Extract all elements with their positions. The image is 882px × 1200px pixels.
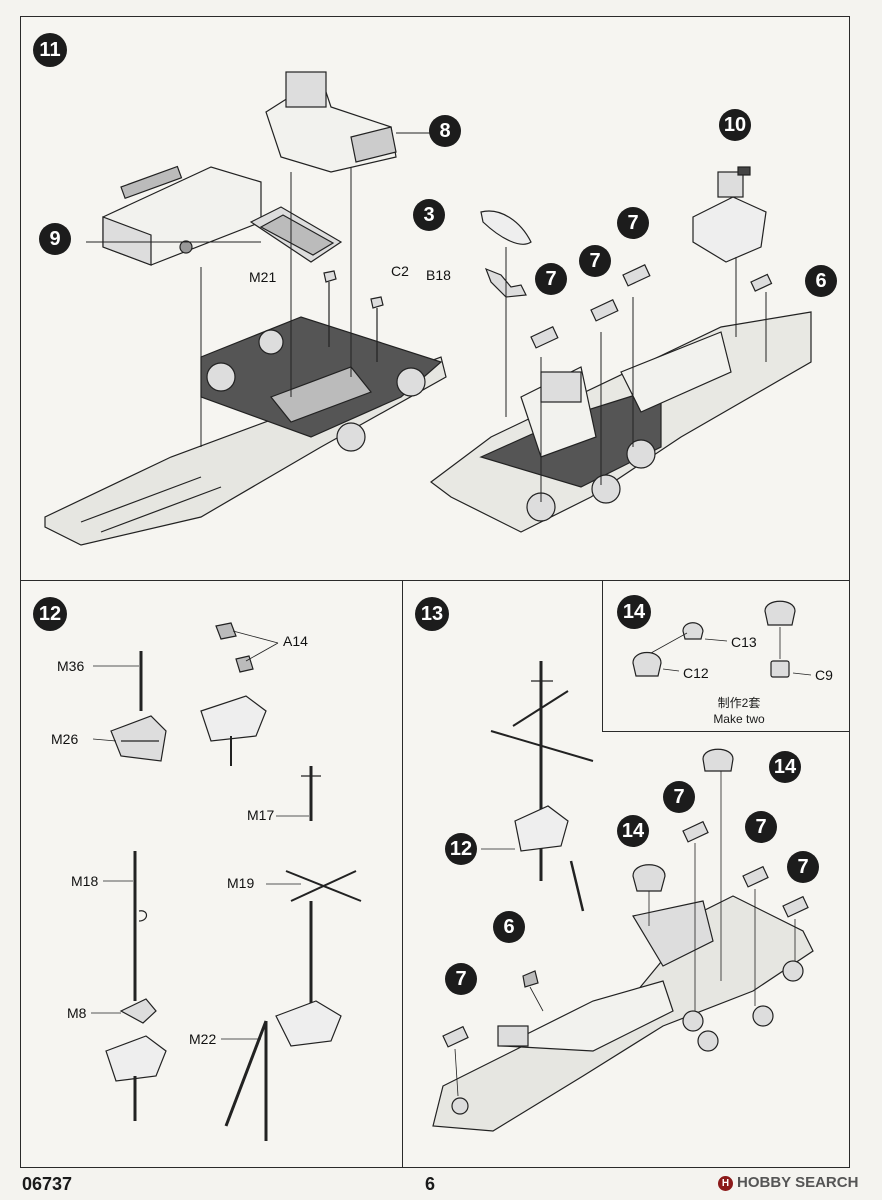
callout-7b: 7 [745,811,777,843]
part-9-superstructure [102,165,262,266]
part-c2 [323,270,384,362]
make-two-note-cn: 制作2套 [717,696,761,710]
hull-deck-left [44,316,447,546]
step-11-illustration [44,71,812,546]
callout-14b: 14 [617,815,649,847]
label-m36: M36 [57,658,85,674]
part-c12 [632,651,662,677]
part-10-tower [692,166,767,263]
part-14-dome-a [702,748,734,772]
hull-assembled-right [430,311,812,533]
step-number: 12 [33,597,67,631]
step-number: 13 [415,597,449,631]
part-m22 [224,1020,268,1127]
watermark-text: HOBBY SEARCH [737,1174,859,1191]
label-b18: B18 [426,267,451,283]
part-c9 [770,660,790,678]
label-m19: M19 [227,875,255,891]
make-two-note-en: Make two [713,712,765,726]
callout-7d: 7 [445,963,477,995]
part-m21-plate [249,206,343,263]
page-number: 6 [425,1174,436,1194]
part-14-dome-b [632,864,666,892]
part-6 [522,970,539,988]
step-14-illustration [632,600,812,678]
callout-8: 8 [429,115,461,147]
step-12-illustration [91,622,362,1141]
callout-12: 12 [445,833,477,865]
callout-9: 9 [39,223,71,255]
part-3-boat [480,210,532,245]
label-m21: M21 [249,269,277,285]
part-m8 [119,998,157,1024]
callout-14a: 14 [769,751,801,783]
callout-7a: 7 [535,263,567,295]
step-number: 14 [617,595,651,629]
label-c12: C12 [683,665,709,681]
callout-6: 6 [493,911,525,943]
callout-7c: 7 [617,207,649,239]
watermark-logo-icon: H [718,1175,733,1191]
label-c2: C2 [391,263,409,279]
part-12-mast-base [514,805,569,852]
label-m18: M18 [71,873,99,889]
part-dome-assembled [764,600,796,626]
callout-7b: 7 [579,245,611,277]
label-c13: C13 [731,634,757,650]
step-number: 11 [33,33,67,67]
label-a14: A14 [283,633,308,649]
part-8-bridge [265,71,397,173]
callout-10: 10 [719,109,751,141]
callout-7a: 7 [663,781,695,813]
make-two-note: 制作2套 Make two [699,695,779,727]
step-12-panel: 12 [20,580,404,1168]
step-14-panel: 14 C13 C12 C9 制作2套 Make two [602,580,850,732]
product-code: 06737 [22,1174,73,1194]
label-m8: M8 [67,1005,87,1021]
part-m26 [110,715,167,762]
label-m26: M26 [51,731,79,747]
label-c9: C9 [815,667,833,683]
assembly-arrows [86,132,767,502]
label-m22: M22 [189,1031,217,1047]
callout-3: 3 [413,199,445,231]
step-13-illustration [432,661,814,1132]
part-a14 [215,622,237,640]
callout-7c: 7 [787,851,819,883]
step-11-panel: 11 [20,16,850,582]
label-m17: M17 [247,807,275,823]
callout-6: 6 [805,265,837,297]
part-7-turrets [530,264,773,349]
part-c13 [682,622,704,640]
